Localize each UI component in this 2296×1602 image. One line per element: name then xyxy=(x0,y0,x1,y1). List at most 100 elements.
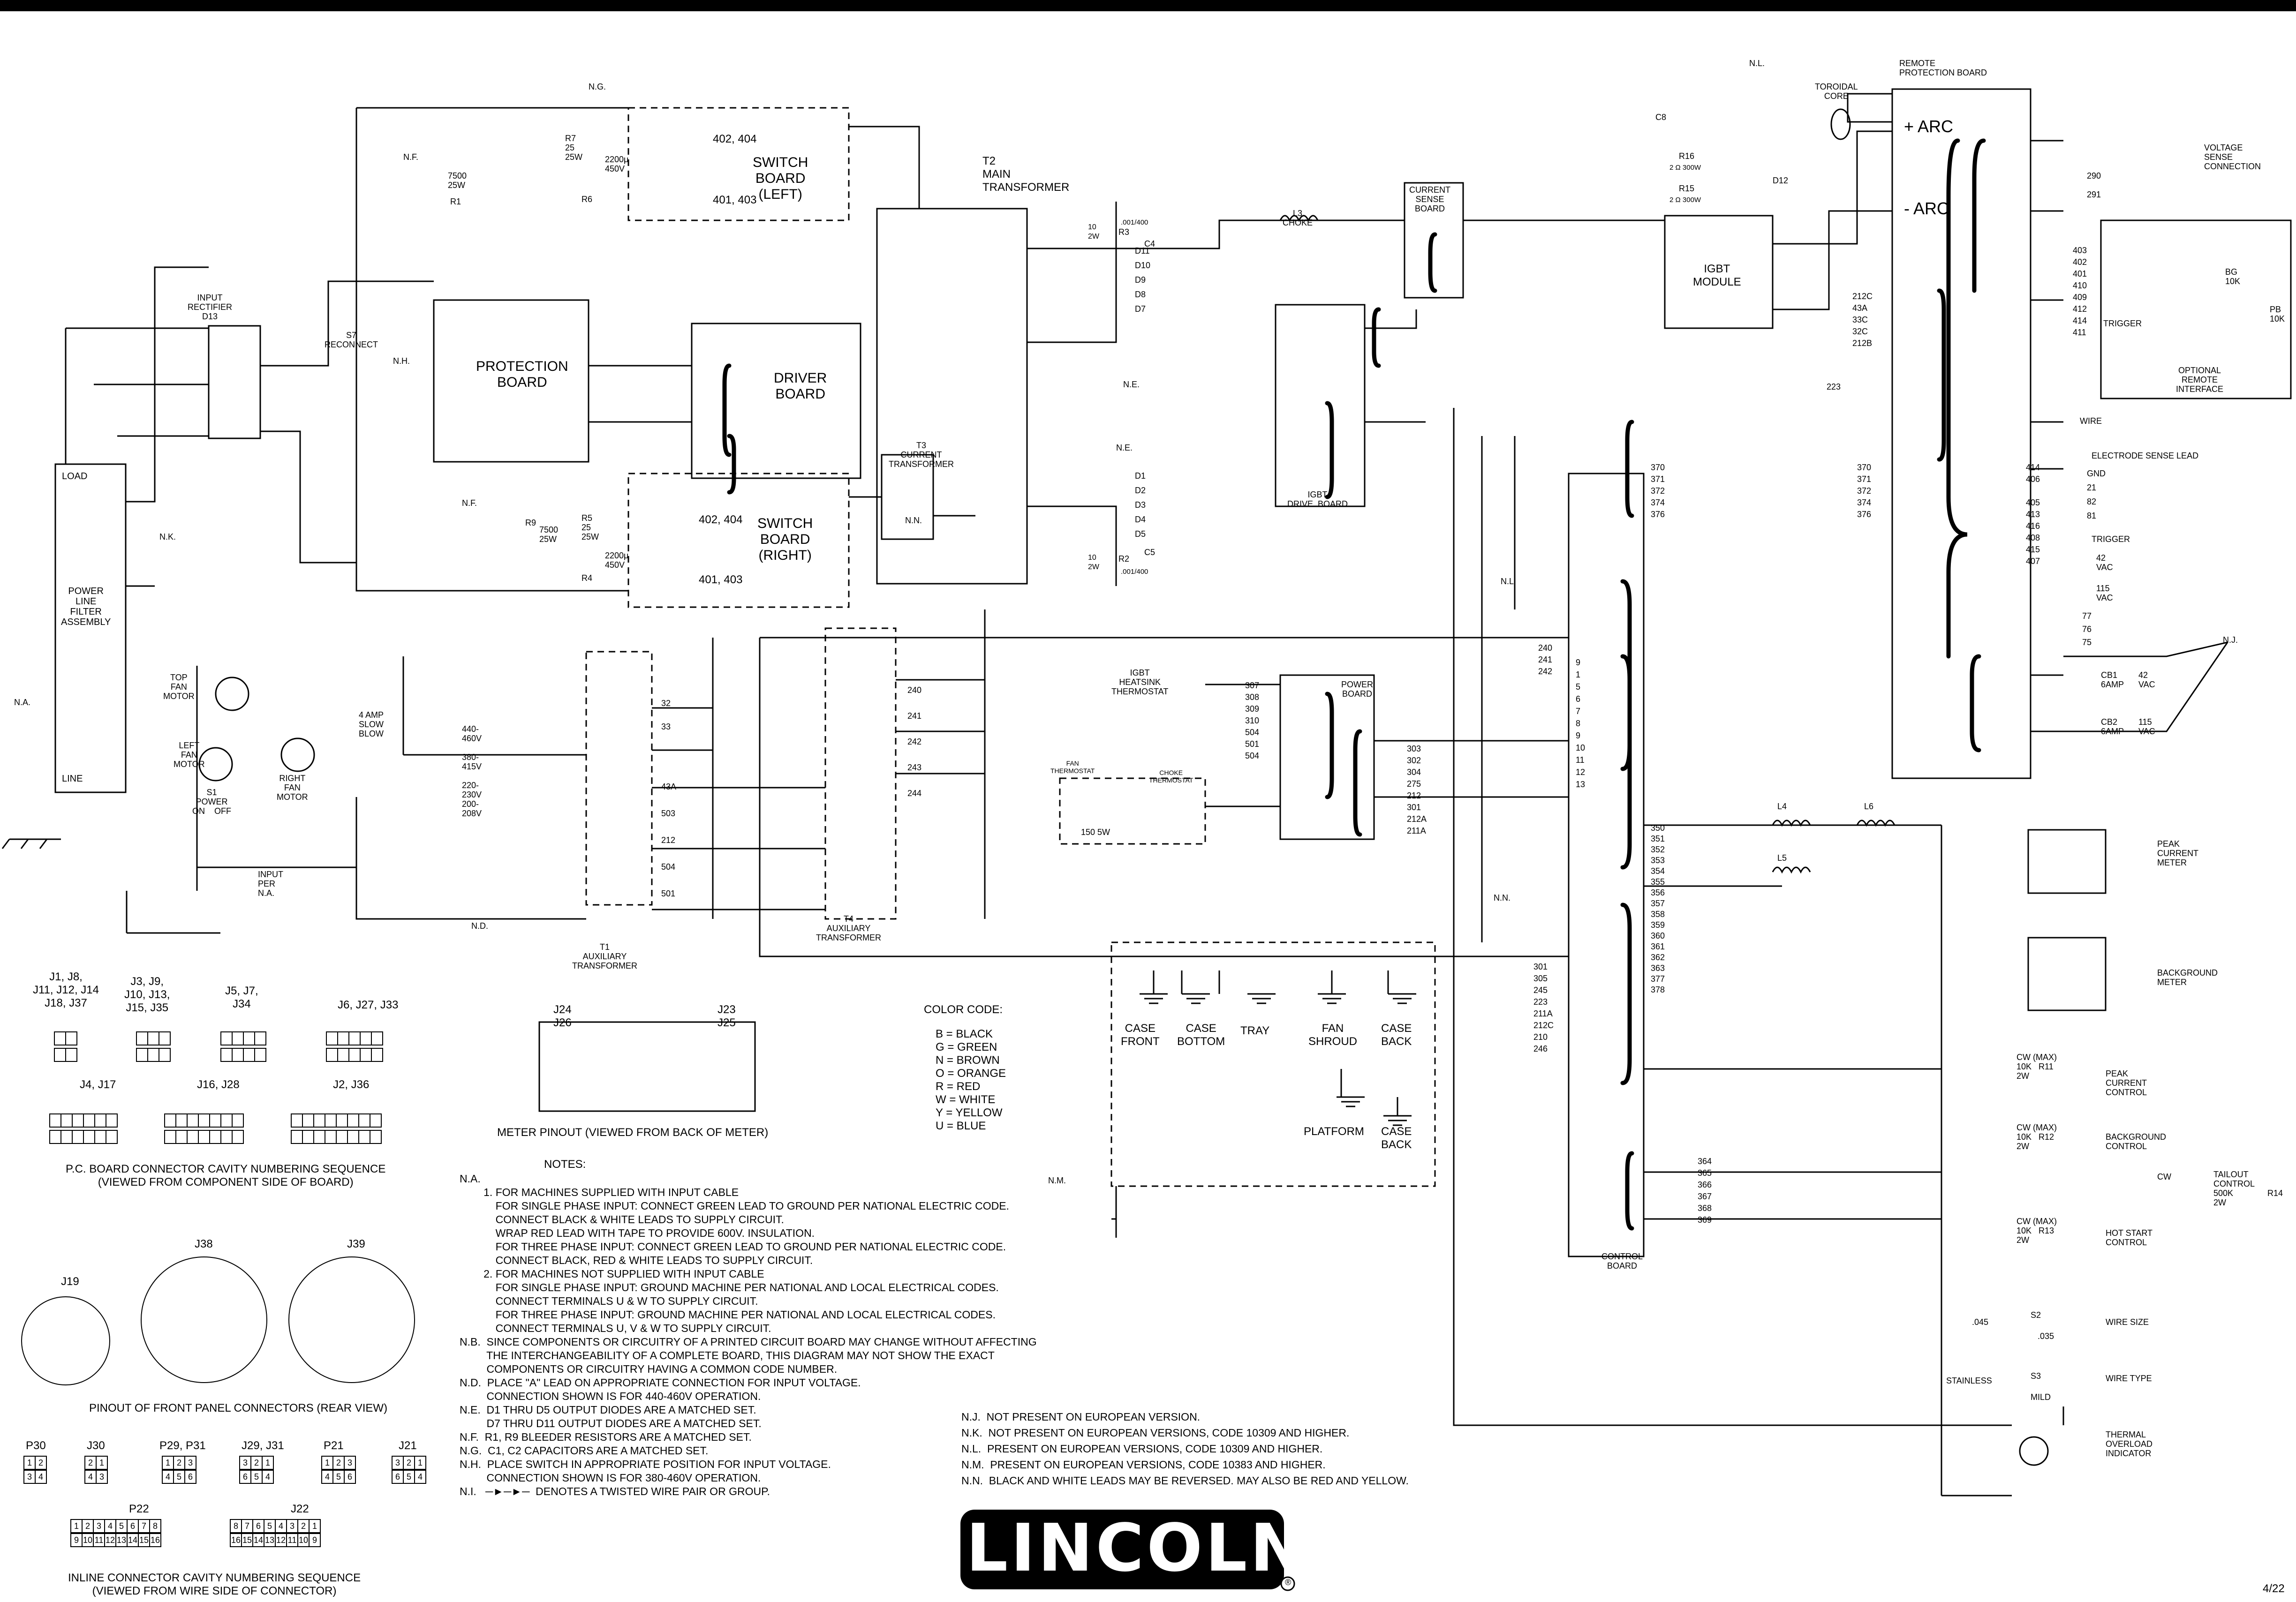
hot-start-control-label: HOT START CONTROL xyxy=(2106,1228,2153,1247)
cb2-vac-label: 115 VAC xyxy=(2138,717,2155,736)
left-fan-motor-label: LEFT FAN MOTOR xyxy=(174,741,205,769)
inline-j22: J22 xyxy=(291,1503,309,1515)
conn-grid-2x4 xyxy=(220,1031,266,1064)
peak-current-control-label: PEAK CURRENT CONTROL xyxy=(2106,1069,2147,1097)
r3-value: 10 2W xyxy=(1088,223,1099,241)
color-code-title: COLOR CODE: xyxy=(924,1003,1003,1016)
nl-note-marker: N.L. xyxy=(1749,59,1765,68)
r15-label: R15 xyxy=(1679,184,1695,193)
s3-label: S3 xyxy=(2031,1371,2041,1381)
r16-value: 2 Ω 300W xyxy=(1669,164,1701,172)
lincoln-logo-text: LINCOLN xyxy=(966,1510,1308,1587)
j2-remote-wires: 370 371 372 374 376 xyxy=(1857,463,1872,519)
background-control-label: BACKGROUND CONTROL xyxy=(2106,1132,2167,1151)
conn-grid-2x6 xyxy=(49,1113,118,1146)
r7-value: R7 25 25W xyxy=(565,134,583,162)
meter-pinout-j24: J24 J26 xyxy=(553,1003,572,1029)
color-code-entry: N = BROWN xyxy=(936,1054,1000,1067)
wire-size-label: WIRE SIZE xyxy=(2106,1317,2149,1327)
color-code-entry: Y = YELLOW xyxy=(936,1106,1003,1119)
c4-label: C4 xyxy=(1144,239,1156,248)
s2-label: S2 xyxy=(2031,1310,2041,1320)
switch-right-bot-wires: 401, 403 xyxy=(699,573,743,586)
power-board-j7-wires: 307 308 309 310 504 501 504 xyxy=(1245,681,1260,760)
switch-left-bot-wires: 401, 403 xyxy=(713,194,757,206)
nf-note-marker: N.F. xyxy=(403,152,419,162)
power-line-filter-label: POWER LINE FILTER ASSEMBLY xyxy=(61,586,111,627)
input-per-na-label: INPUT PER N.A. xyxy=(258,870,283,898)
gnd-list: GND 21 82 81 xyxy=(2087,469,2106,520)
remote-223-wire: 223 xyxy=(1827,382,1841,391)
r4-value: R4 xyxy=(582,573,593,583)
pcb-conn-group-7: J2, J36 xyxy=(333,1078,370,1091)
control-board-right-wires-a: 350 351 352 353 354 355 356 357 358 359 … xyxy=(1651,823,1665,994)
nd-note-marker: N.D. xyxy=(471,921,488,931)
front-panel-j19: J19 xyxy=(61,1275,79,1288)
inline-conn-caption: INLINE CONNECTOR CAVITY NUMBERING SEQUEN… xyxy=(68,1572,361,1597)
page-number: 4/22 xyxy=(2263,1582,2285,1595)
l4-label: L4 xyxy=(1777,802,1787,811)
mild-label: MILD xyxy=(2031,1392,2051,1402)
j19-connector xyxy=(21,1296,110,1385)
color-code-entry: O = ORANGE xyxy=(936,1067,1006,1080)
conn-grid-2x8 xyxy=(291,1113,382,1146)
r5-value: R5 25 25W xyxy=(582,513,599,542)
j1-wires: 301 305 245 223 211A 212C 210 246 xyxy=(1533,962,1554,1053)
color-code-entry: G = GREEN xyxy=(936,1041,997,1053)
meter-pinout-j23: J23 J25 xyxy=(718,1003,736,1029)
notes-body: N.A. 1. FOR MACHINES SUPPLIED WITH INPUT… xyxy=(460,1173,1037,1497)
top-fan-motor-label: TOP FAN MOTOR xyxy=(163,673,195,701)
c4-value: .001/400 xyxy=(1121,218,1148,226)
protection-board-label: PROTECTION BOARD xyxy=(476,359,568,390)
switch-board-right-label: SWITCH BOARD (RIGHT) xyxy=(757,516,813,563)
nh-note-marker: N.H. xyxy=(393,356,410,366)
r14-label: R14 xyxy=(2267,1188,2283,1198)
ground-case-back-2: CASE BACK xyxy=(1381,1125,1412,1151)
size-035-label: .035 xyxy=(2038,1331,2054,1341)
j12-wires: 240 241 242 xyxy=(1538,643,1553,676)
c8-label: C8 xyxy=(1655,113,1667,122)
remote-protection-board-label: REMOTE PROTECTION BOARD xyxy=(1899,59,1987,77)
c1-cap-value: 2200μ 450V xyxy=(605,551,629,570)
right-fan-motor-label: RIGHT FAN MOTOR xyxy=(277,774,308,802)
inline-p22: P22 xyxy=(129,1503,149,1515)
ground-tray: TRAY xyxy=(1240,1024,1270,1037)
color-code-entry: U = BLUE xyxy=(936,1120,986,1132)
pcb-conn-group-2: J3, J9, J10, J13, J15, J35 xyxy=(124,975,170,1014)
diodes-d1-d5: D1 D2 D3 D4 D5 xyxy=(1135,471,1146,539)
switch-left-top-wires: 402, 404 xyxy=(713,133,757,145)
c5-label: C5 xyxy=(1144,548,1156,557)
d12-label: D12 xyxy=(1773,176,1789,185)
t4-aux-transformer-label: T4 AUXILIARY TRANSFORMER xyxy=(816,914,881,942)
ground-fan-shroud: FAN SHROUD xyxy=(1308,1022,1358,1048)
control-board-left-pins: 9 1 5 6 7 8 9 10 11 12 13 xyxy=(1576,658,1586,789)
trigger-label: TRIGGER xyxy=(2092,534,2130,544)
wire-type-label: WIRE TYPE xyxy=(2106,1374,2152,1383)
inline-j29-j31: J29, J31 xyxy=(242,1439,284,1452)
igbt-module-label: IGBT MODULE xyxy=(1693,263,1741,288)
cb1-label: CB1 6AMP xyxy=(2101,670,2124,689)
j22-wires: 240 241 242 243 244 xyxy=(907,685,922,798)
meter-pinout-caption: METER PINOUT (VIEWED FROM BACK OF METER) xyxy=(497,1126,769,1139)
bg-pot-label: BG 10K xyxy=(2225,267,2241,286)
pcb-conn-group-3: J5, J7, J34 xyxy=(225,985,258,1010)
registered-mark: ® xyxy=(1285,1578,1292,1587)
r6-value: R6 xyxy=(582,195,593,204)
size-045-label: .045 xyxy=(1972,1317,1989,1327)
control-board-right-wires-b: 364 365 366 367 368 369 xyxy=(1698,1157,1712,1225)
pcb-conn-group-4: J6, J27, J33 xyxy=(338,999,399,1011)
pb-pot-label: PB 10K xyxy=(2270,305,2285,323)
slow-blow-fuse-label: 4 AMP SLOW BLOW xyxy=(359,710,384,738)
driver-board-label: DRIVER BOARD xyxy=(774,370,827,402)
r1-resistor-value: 7500 25W xyxy=(448,171,467,190)
stainless-label: STAINLESS xyxy=(1946,1376,1992,1385)
ne2-note-marker: N.E. xyxy=(1116,443,1133,452)
wire-label: WIRE xyxy=(2080,416,2102,426)
background-meter-label: BACKGROUND METER xyxy=(2157,968,2218,987)
nj-note-marker: N.J. xyxy=(2223,635,2238,645)
